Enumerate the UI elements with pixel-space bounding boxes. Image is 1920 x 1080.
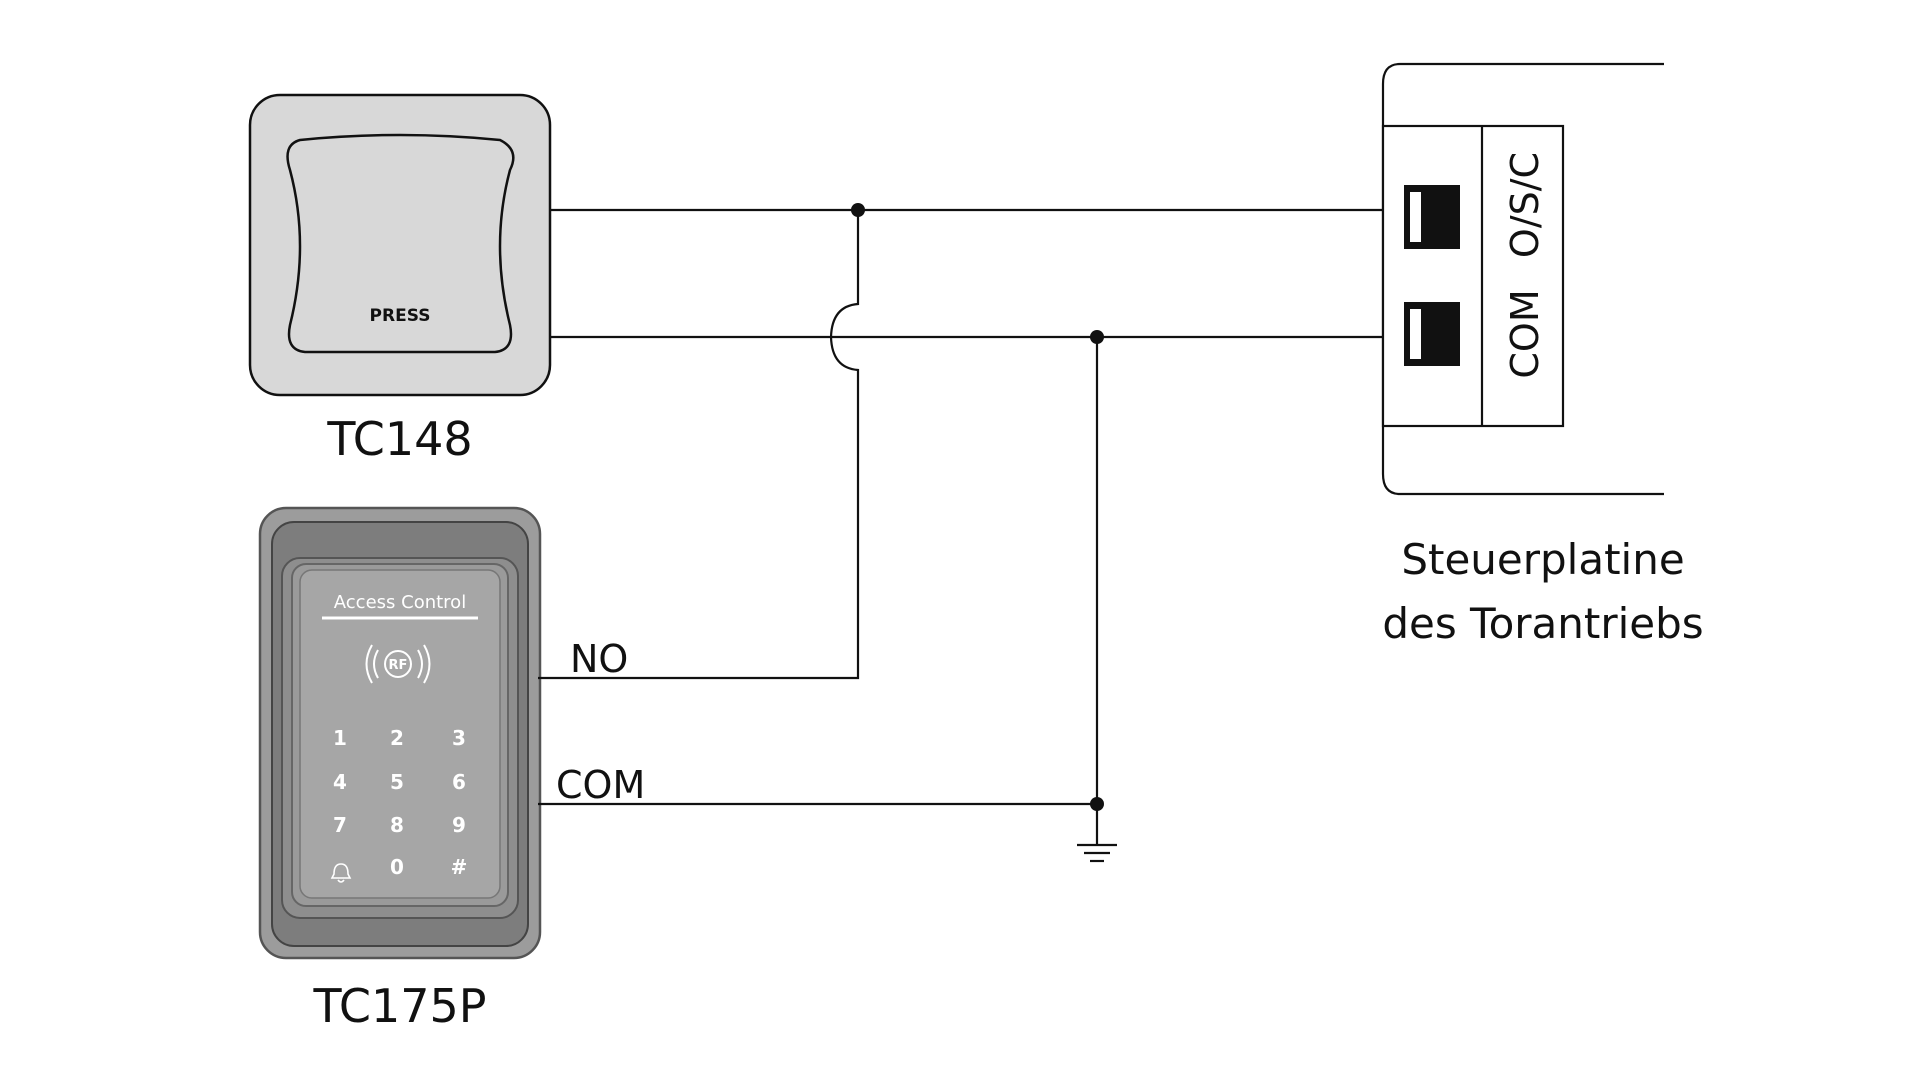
terminal-osc-slot bbox=[1410, 192, 1421, 242]
tc148-press-label: PRESS bbox=[370, 306, 431, 326]
tc175p-keypad: 1 2 3 4 5 6 7 8 9 0 # bbox=[330, 726, 468, 883]
key-hash[interactable]: # bbox=[451, 855, 468, 879]
tc175p-device: Access Control RF 1 2 3 4 5 6 7 8 9 0 bbox=[258, 506, 542, 960]
key-2[interactable]: 2 bbox=[390, 726, 404, 750]
key-4[interactable]: 4 bbox=[333, 770, 347, 794]
key-1[interactable]: 1 bbox=[333, 726, 347, 750]
board-caption-line1: Steuerplatine bbox=[1401, 535, 1684, 584]
junction-dot-ground bbox=[1090, 797, 1104, 811]
no-wire-label: NO bbox=[570, 637, 628, 681]
com-wire-label: COM bbox=[556, 763, 645, 807]
board-caption-line2: des Torantriebs bbox=[1382, 599, 1703, 648]
key-6[interactable]: 6 bbox=[452, 770, 466, 794]
terminal-com-slot bbox=[1410, 309, 1421, 359]
terminal-block bbox=[1381, 124, 1565, 428]
wires bbox=[538, 208, 1383, 863]
key-5[interactable]: 5 bbox=[390, 770, 404, 794]
tc175p-panel-title: Access Control bbox=[334, 592, 466, 613]
tc175p-name: TC175P bbox=[312, 979, 486, 1033]
tc175p-panel bbox=[299, 569, 501, 899]
key-0[interactable]: 0 bbox=[390, 855, 404, 879]
tc148-device: PRESS bbox=[248, 93, 552, 397]
junction-dot-com bbox=[1090, 330, 1104, 344]
bell-icon[interactable] bbox=[330, 863, 352, 883]
terminal-com-label: COM bbox=[1503, 289, 1547, 378]
junction-dot-top bbox=[851, 203, 865, 217]
control-board bbox=[1381, 62, 1664, 496]
terminal-osc-label: O/S/C bbox=[1503, 152, 1547, 258]
wire-no bbox=[538, 210, 860, 680]
key-9[interactable]: 9 bbox=[452, 813, 466, 837]
key-7[interactable]: 7 bbox=[333, 813, 347, 837]
rf-label: RF bbox=[389, 658, 408, 673]
tc148-button-rocker bbox=[286, 133, 515, 354]
rf-icon bbox=[365, 644, 431, 684]
tc148-name: TC148 bbox=[326, 412, 472, 466]
key-3[interactable]: 3 bbox=[452, 726, 466, 750]
key-8[interactable]: 8 bbox=[390, 813, 404, 837]
